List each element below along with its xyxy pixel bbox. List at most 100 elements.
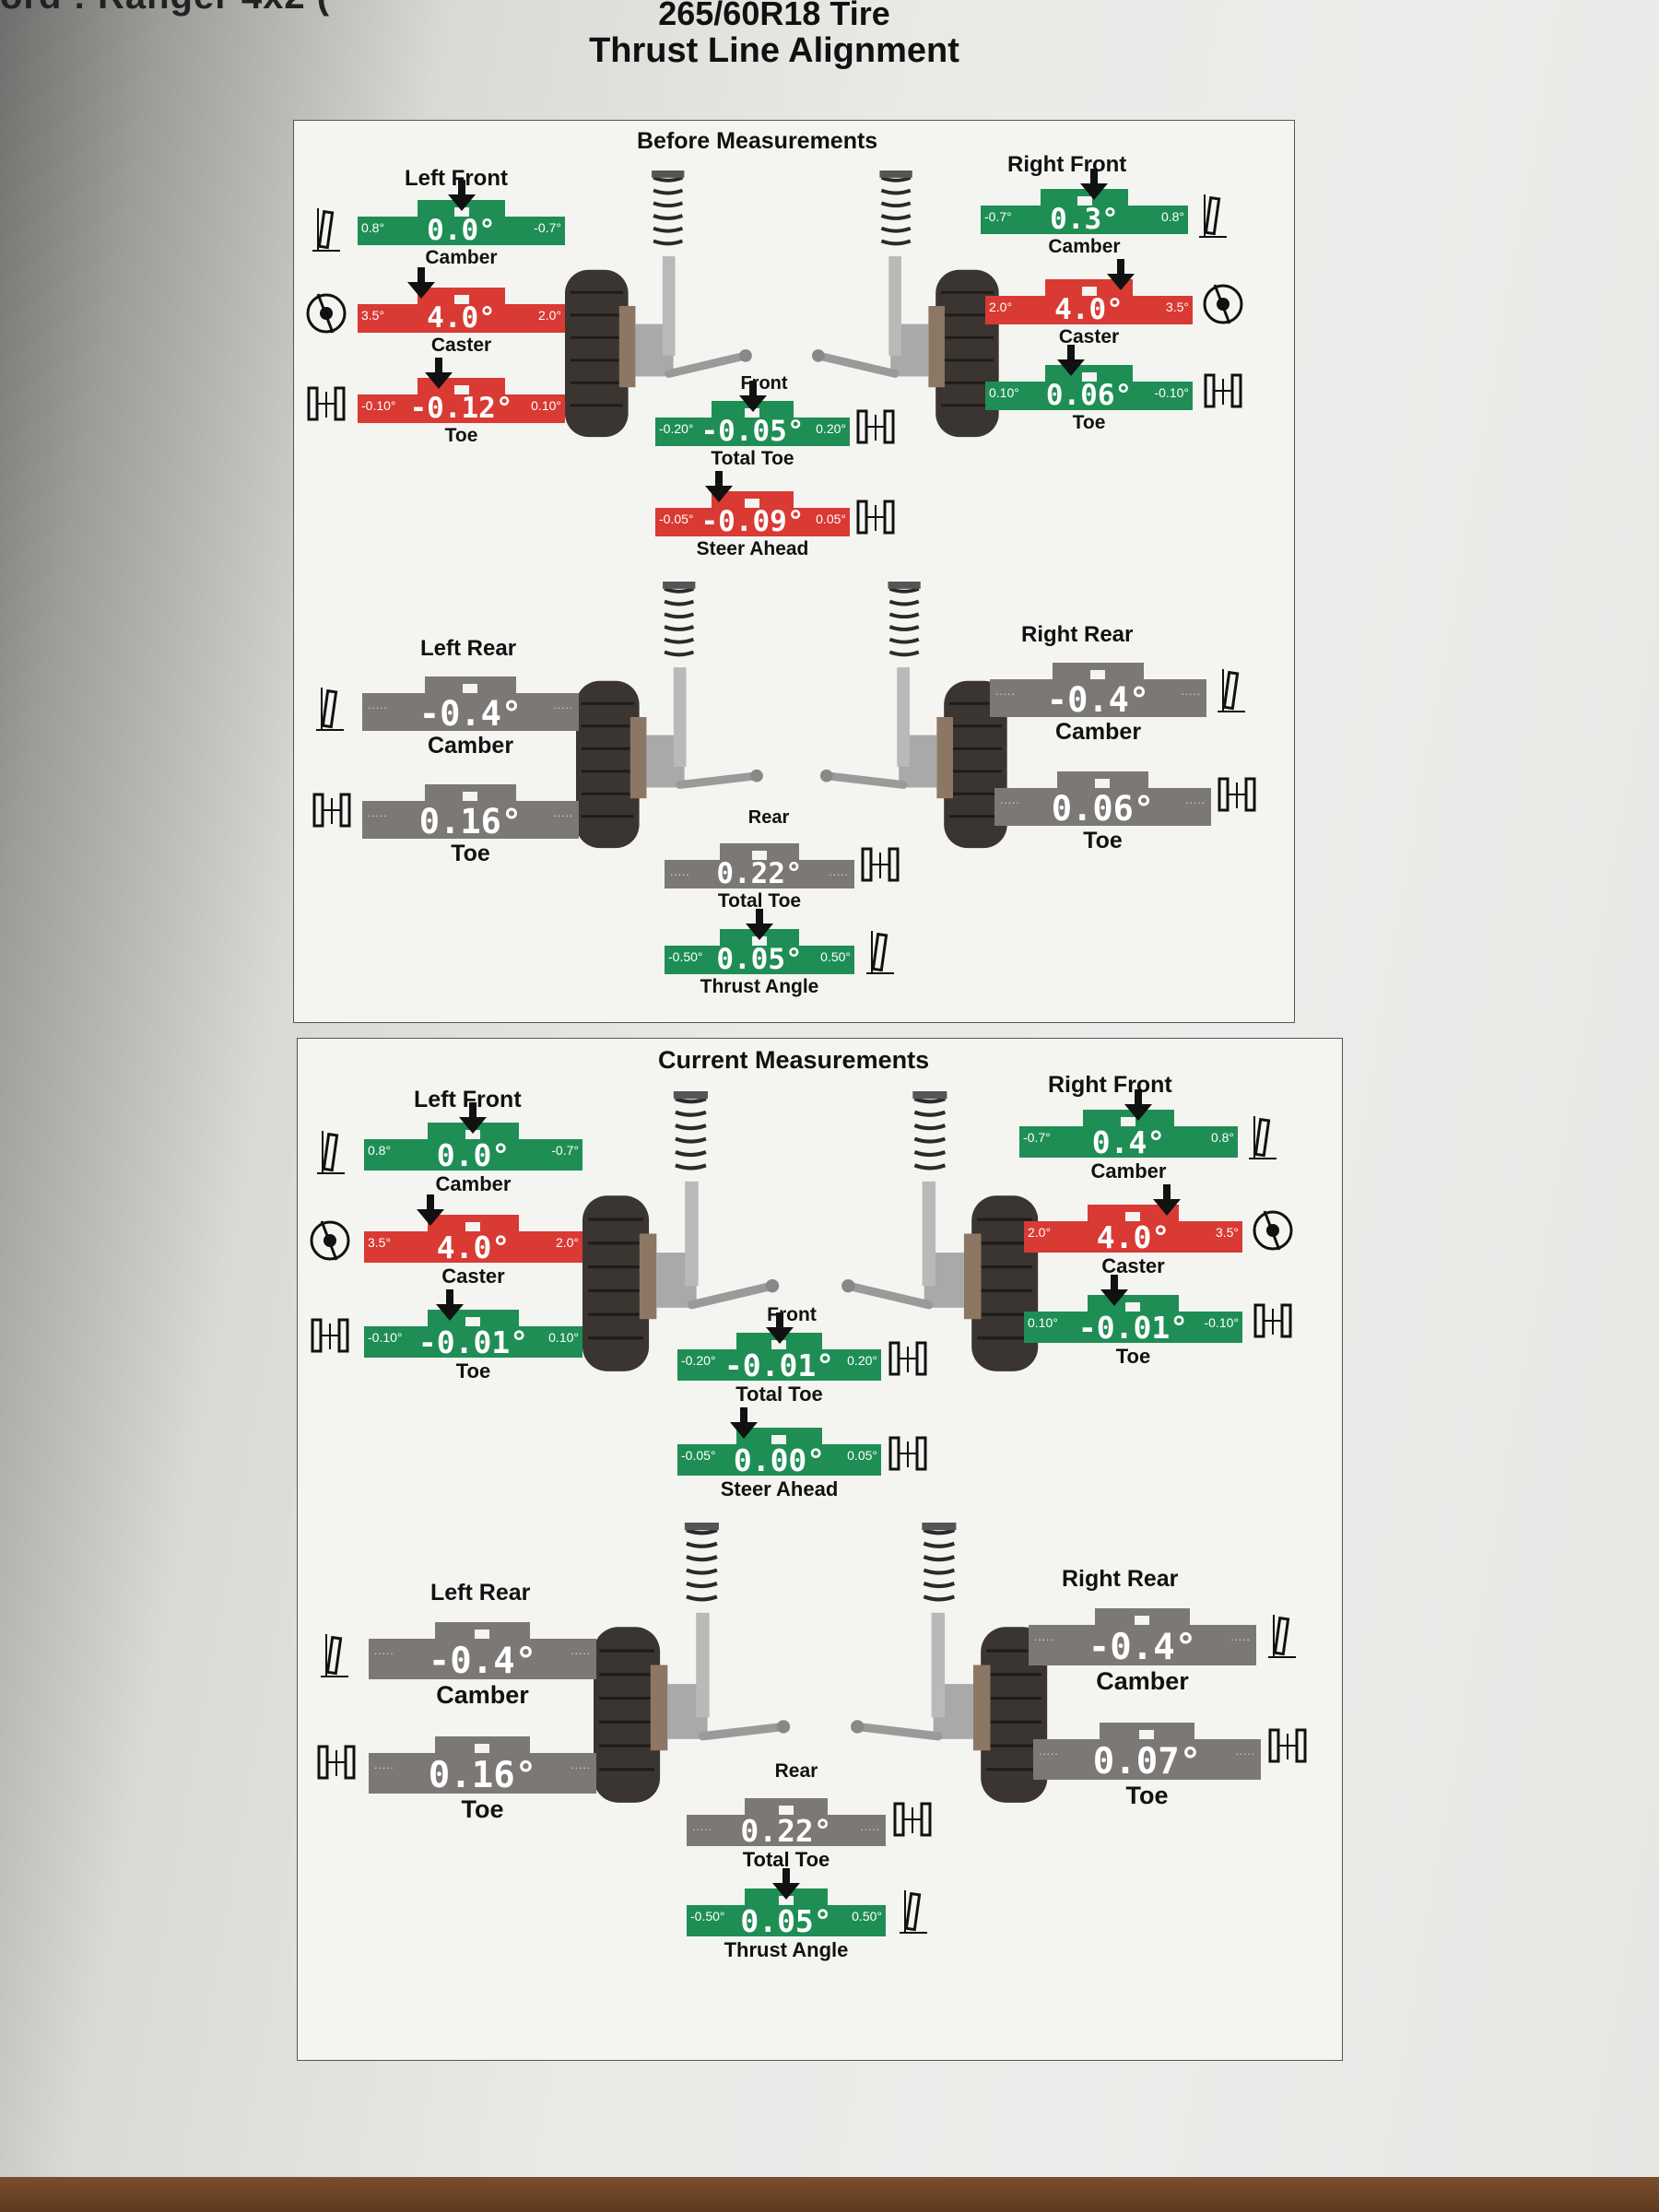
left-front-caster-label: Caster — [430, 335, 492, 356]
current-measurements-panel: Current Measurements — [297, 1038, 1343, 2061]
left-rear-camber-bar — [369, 1639, 596, 1679]
left-front-toe-max-limit: 0.10° — [548, 1330, 579, 1345]
right-front-camber-max-limit: 0.8° — [1160, 209, 1184, 224]
right-front-caster-notch — [1125, 1212, 1141, 1223]
right-front-camber: -0.7°0.8°0.3° — [981, 189, 1188, 234]
rear-wheel-strut-illustration — [818, 582, 1007, 857]
right-rear-camber-dots-right: ..... — [1181, 685, 1201, 698]
steer-ahead-bump — [736, 1428, 822, 1446]
wood-surface — [0, 2177, 1659, 2212]
right-front-camber-value: 0.3° — [1050, 203, 1119, 236]
front-total-toe-pointer-arrow — [739, 381, 767, 412]
left-front-camber-value: 0.0° — [436, 1137, 511, 1173]
right-rear-toe-dots-right: ..... — [1235, 1745, 1255, 1758]
rear-total-toe-dots-right: ..... — [829, 865, 849, 878]
front-wheel-strut-illustration — [809, 171, 999, 446]
right-rear-toe-bump — [1099, 1723, 1195, 1741]
thrust-angle-pointer-arrow — [746, 909, 773, 940]
right-front-caster-pointer-arrow — [1153, 1184, 1181, 1216]
left-rear-toe-label: Toe — [451, 841, 490, 866]
left-rear-toe: ..........0.16° — [362, 784, 579, 839]
front-label: Front — [767, 1304, 817, 1325]
right-rear-toe: ..........0.06° — [994, 771, 1211, 826]
toe-icon — [309, 1314, 351, 1361]
right-rear-toe-notch — [1139, 1730, 1155, 1741]
left-rear-toe-dots-left: ..... — [368, 806, 388, 819]
left-rear-toe-bump — [425, 784, 516, 803]
caster-icon — [309, 1219, 351, 1266]
left-rear-camber-bump — [425, 677, 516, 695]
toe-icon — [1252, 1300, 1294, 1347]
right-front-camber-bar — [1019, 1126, 1238, 1158]
right-front-toe-bar — [1024, 1312, 1242, 1343]
left-rear-camber-notch — [463, 684, 478, 695]
steer-ahead-label: Steer Ahead — [696, 538, 809, 559]
left-front-camber-pointer-arrow — [448, 180, 476, 211]
steer-ahead-value: -0.09° — [700, 505, 805, 538]
right-rear-camber: ..........-0.4° — [990, 663, 1206, 717]
rear-wheel-strut-illustration — [576, 582, 766, 857]
left-front-caster-bar — [358, 304, 565, 333]
steer-ahead-notch — [745, 499, 760, 510]
steer-ahead-label: Steer Ahead — [720, 1477, 839, 1500]
left-front-caster-value: 4.0° — [427, 301, 496, 335]
right-front-toe-value: 0.06° — [1045, 379, 1133, 412]
left-front-caster-bump — [427, 1215, 520, 1233]
right-rear-camber-notch — [1090, 670, 1106, 681]
rear-total-toe-bar — [665, 860, 854, 888]
rear-total-toe-notch — [778, 1806, 794, 1817]
left-front-toe-notch — [465, 1317, 481, 1328]
front-wheel-strut-illustration — [582, 1091, 782, 1381]
right-front-label: Right Front — [1007, 152, 1127, 177]
right-front-camber-label: Camber — [1090, 1159, 1167, 1182]
front-total-toe-bar — [655, 418, 850, 446]
right-front-camber-bar — [981, 206, 1188, 234]
left-front-label: Left Front — [414, 1087, 522, 1112]
steer-ahead-bar — [655, 508, 850, 536]
left-front-caster: 3.5°2.0°4.0° — [364, 1215, 582, 1263]
camber-icon — [315, 1129, 347, 1180]
thrust-angle-value: 0.05° — [716, 943, 803, 976]
right-front-toe-max-limit: -0.10° — [1204, 1315, 1239, 1330]
right-front-caster: 2.0°3.5°4.0° — [1024, 1205, 1242, 1253]
total-toe-icon — [887, 1337, 929, 1384]
rear-total-toe-dots-right: ..... — [860, 1820, 880, 1833]
left-rear-toe-dots-left: ..... — [374, 1759, 394, 1771]
right-front-caster-label: Caster — [1058, 326, 1120, 347]
front-total-toe-max-limit: 0.20° — [847, 1353, 877, 1368]
right-front-caster-label: Caster — [1101, 1254, 1165, 1277]
steer-ahead-max-limit: 0.05° — [847, 1448, 877, 1463]
left-front-caster-notch — [465, 1222, 481, 1233]
camber-icon — [314, 686, 346, 736]
rear-total-toe-notch — [751, 851, 767, 862]
right-rear-toe: ..........0.07° — [1033, 1723, 1261, 1780]
left-rear-camber-bar — [362, 693, 579, 731]
rear-total-toe-label: Total Toe — [742, 1848, 830, 1871]
left-front-toe-pointer-arrow — [425, 358, 453, 389]
steer-ahead-notch — [771, 1435, 787, 1446]
left-rear-toe-value: 0.16° — [428, 1755, 537, 1796]
right-rear-label: Right Rear — [1021, 622, 1134, 647]
right-rear-camber-dots-right: ..... — [1230, 1630, 1251, 1643]
right-rear-camber-value: -0.4° — [1088, 1627, 1197, 1668]
right-rear-camber-dots-left: ..... — [1034, 1630, 1054, 1643]
left-rear-label: Left Rear — [420, 636, 517, 661]
rear-label: Rear — [774, 1760, 818, 1782]
left-rear-camber-bump — [434, 1622, 531, 1641]
left-front-camber-label: Camber — [435, 1172, 512, 1195]
toe-icon — [1202, 370, 1244, 417]
camber-icon — [319, 1632, 350, 1683]
steer-ahead-value: 0.00° — [733, 1442, 826, 1478]
right-rear-toe-label: Toe — [1083, 828, 1123, 853]
left-rear-toe: ..........0.16° — [369, 1736, 596, 1794]
thrust-angle-max-limit: 0.50° — [820, 949, 851, 964]
front-label: Front — [740, 373, 788, 394]
thrust-angle-min-limit: -0.50° — [668, 949, 703, 964]
right-rear-camber-value: -0.4° — [1046, 680, 1150, 720]
rear-wheel-strut-illustration — [848, 1523, 1048, 1812]
camber-icon — [1266, 1613, 1298, 1664]
left-front-toe-min-limit: -0.10° — [368, 1330, 403, 1345]
front-wheel-strut-illustration — [565, 171, 755, 446]
front-total-toe-pointer-arrow — [766, 1312, 794, 1344]
left-front-caster-bar — [364, 1231, 582, 1263]
